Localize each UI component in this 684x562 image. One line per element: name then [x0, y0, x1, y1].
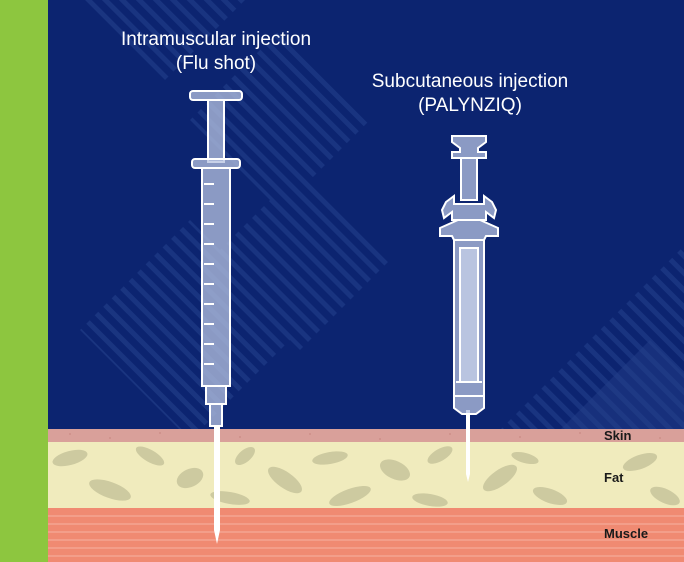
needle: [466, 410, 470, 482]
syringe-icon: [189, 90, 243, 544]
barrel-tip: [205, 385, 227, 405]
graduation-marks: [204, 183, 214, 365]
plunger-top: [189, 90, 243, 101]
subcutaneous-subtitle: (PALYNZIQ): [418, 95, 522, 116]
skin-label: Skin: [604, 428, 632, 443]
muscle-fibers: [48, 515, 684, 557]
finger-flange: [439, 219, 499, 241]
plunger-rod: [460, 157, 478, 201]
subcutaneous-label: Subcutaneous injection (PALYNZIQ): [372, 70, 568, 118]
medicine-chamber: [459, 247, 479, 383]
intramuscular-label: Intramuscular injection (Flu shot): [121, 28, 311, 76]
intramuscular-title: Intramuscular injection: [120, 29, 312, 50]
needle: [214, 426, 220, 544]
fat-texture: [52, 446, 680, 507]
intramuscular-subtitle: (Flu shot): [175, 53, 257, 74]
muscle-label: Muscle: [604, 526, 649, 541]
skin-texture: [69, 432, 661, 440]
plunger-rod: [207, 99, 225, 163]
barrel: [201, 167, 231, 387]
needle-hub: [209, 403, 223, 427]
skin-layer: [48, 429, 684, 443]
plunger-head: [451, 135, 487, 159]
safety-guard: [440, 194, 498, 221]
barrel-tip: [453, 395, 485, 415]
subcutaneous-title: Subcutaneous injection: [371, 71, 569, 92]
side-bar: [0, 0, 48, 562]
prefilled-syringe-icon: [439, 135, 499, 482]
finger-flange: [191, 158, 241, 169]
fat-label: Fat: [604, 470, 624, 485]
muscle-layer: [48, 508, 684, 562]
